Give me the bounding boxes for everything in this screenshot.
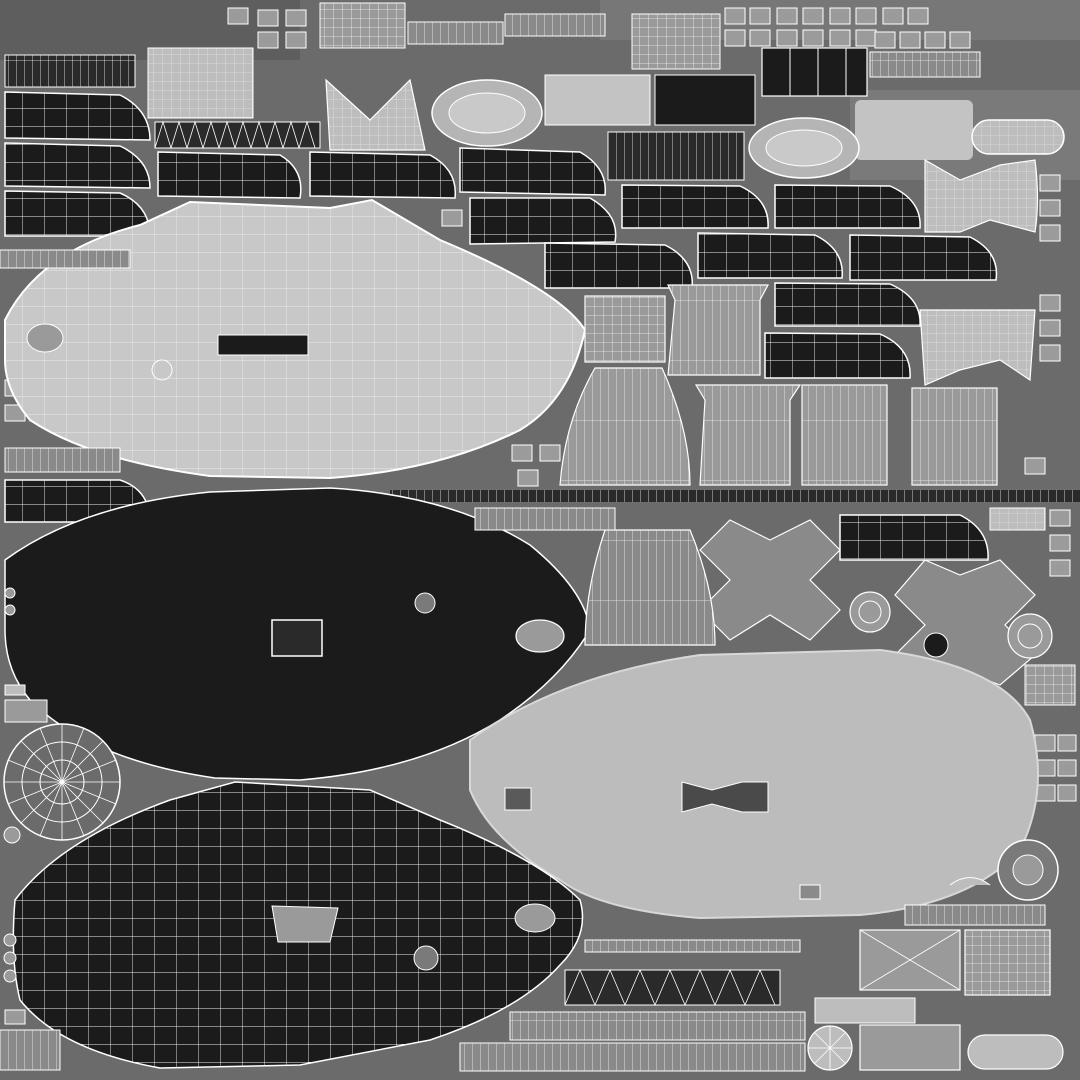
bottom-strips — [459, 939, 806, 1072]
dark-wire-deck-island — [3, 781, 584, 1069]
top-small-panels — [147, 2, 981, 181]
cage-panels — [559, 284, 998, 486]
hull-strips-top-middle — [154, 120, 617, 245]
bottom-right-panels — [807, 839, 1064, 1071]
circular-fan-left — [3, 723, 121, 841]
oval-islands-top — [431, 79, 1065, 179]
hull-strips-top-left — [4, 54, 151, 237]
middle-divider — [390, 490, 1080, 502]
light-deck-island — [4, 198, 587, 480]
left-lower-strips — [0, 684, 61, 1071]
dark-deck-island — [4, 487, 591, 781]
fan-islands — [325, 78, 1039, 386]
mid-right-panels — [474, 507, 1076, 706]
hull-strips-mid-left — [0, 249, 151, 523]
hull-strips-top-right — [544, 184, 998, 379]
small-square-islands — [4, 7, 1077, 802]
cross-shapes — [699, 519, 1053, 686]
